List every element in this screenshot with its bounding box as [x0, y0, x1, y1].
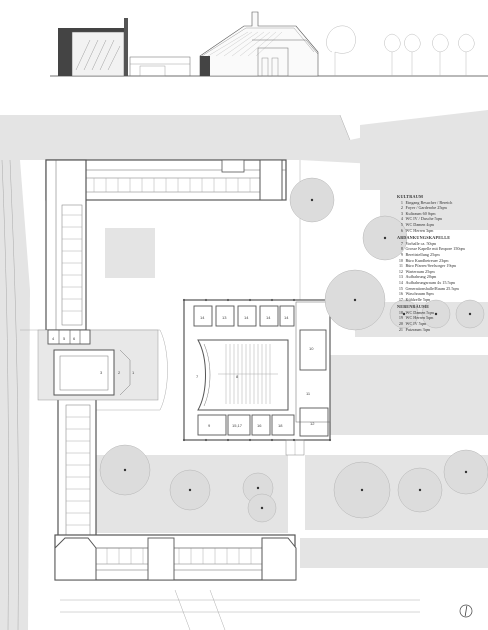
elevation-section-building	[58, 18, 191, 77]
kultraum-building	[37, 329, 159, 401]
room-label: 14	[284, 315, 289, 320]
room-label: 3	[100, 370, 103, 375]
room-label: 7	[196, 374, 199, 379]
room-label: 6	[73, 336, 76, 341]
tree	[362, 215, 408, 261]
room-label: 11	[306, 391, 311, 396]
room-label: 14	[244, 315, 249, 320]
south-wing	[54, 534, 297, 581]
tree	[443, 449, 488, 495]
tree	[397, 467, 443, 513]
room-label: 12	[310, 421, 315, 426]
room-label: 1	[132, 370, 135, 375]
elevation-chapel	[199, 11, 319, 77]
tree	[324, 269, 386, 331]
tree	[333, 461, 391, 519]
north-arrow-icon	[459, 604, 473, 618]
room-labels: 14 13 14 14 14 10 7 8 9 15,17 16 18 11 1…	[52, 315, 315, 428]
legend-heading: KULTRAUM	[397, 194, 424, 199]
room-label: 8	[236, 374, 239, 379]
legend-heading: ABDANKUNGSKAPELLE	[397, 235, 451, 241]
west-wing	[45, 159, 87, 331]
room-label: 9	[208, 423, 211, 428]
tree	[389, 299, 419, 329]
room-label: 2	[118, 370, 121, 375]
south-west-wing	[57, 394, 97, 546]
tree	[289, 177, 335, 223]
room-label: 14	[266, 315, 271, 320]
room-label: 18	[278, 423, 283, 428]
room-label: 5	[63, 336, 66, 341]
room-label: 15,17	[232, 423, 243, 428]
elevation-trees	[326, 25, 475, 76]
tree	[247, 493, 277, 523]
tree	[421, 299, 451, 329]
room-label: 16	[257, 423, 262, 428]
room-label: 4	[52, 336, 55, 341]
tree	[169, 469, 211, 511]
tree	[455, 299, 485, 329]
room-label: 13	[222, 315, 227, 320]
tree	[99, 444, 151, 496]
site-elevation	[50, 11, 488, 77]
room-label: 14	[200, 315, 205, 320]
trees	[99, 177, 488, 523]
room-label: 10	[309, 346, 314, 351]
chapel-building	[183, 299, 331, 456]
legend-heading: NEBENRÄUME	[397, 304, 430, 310]
